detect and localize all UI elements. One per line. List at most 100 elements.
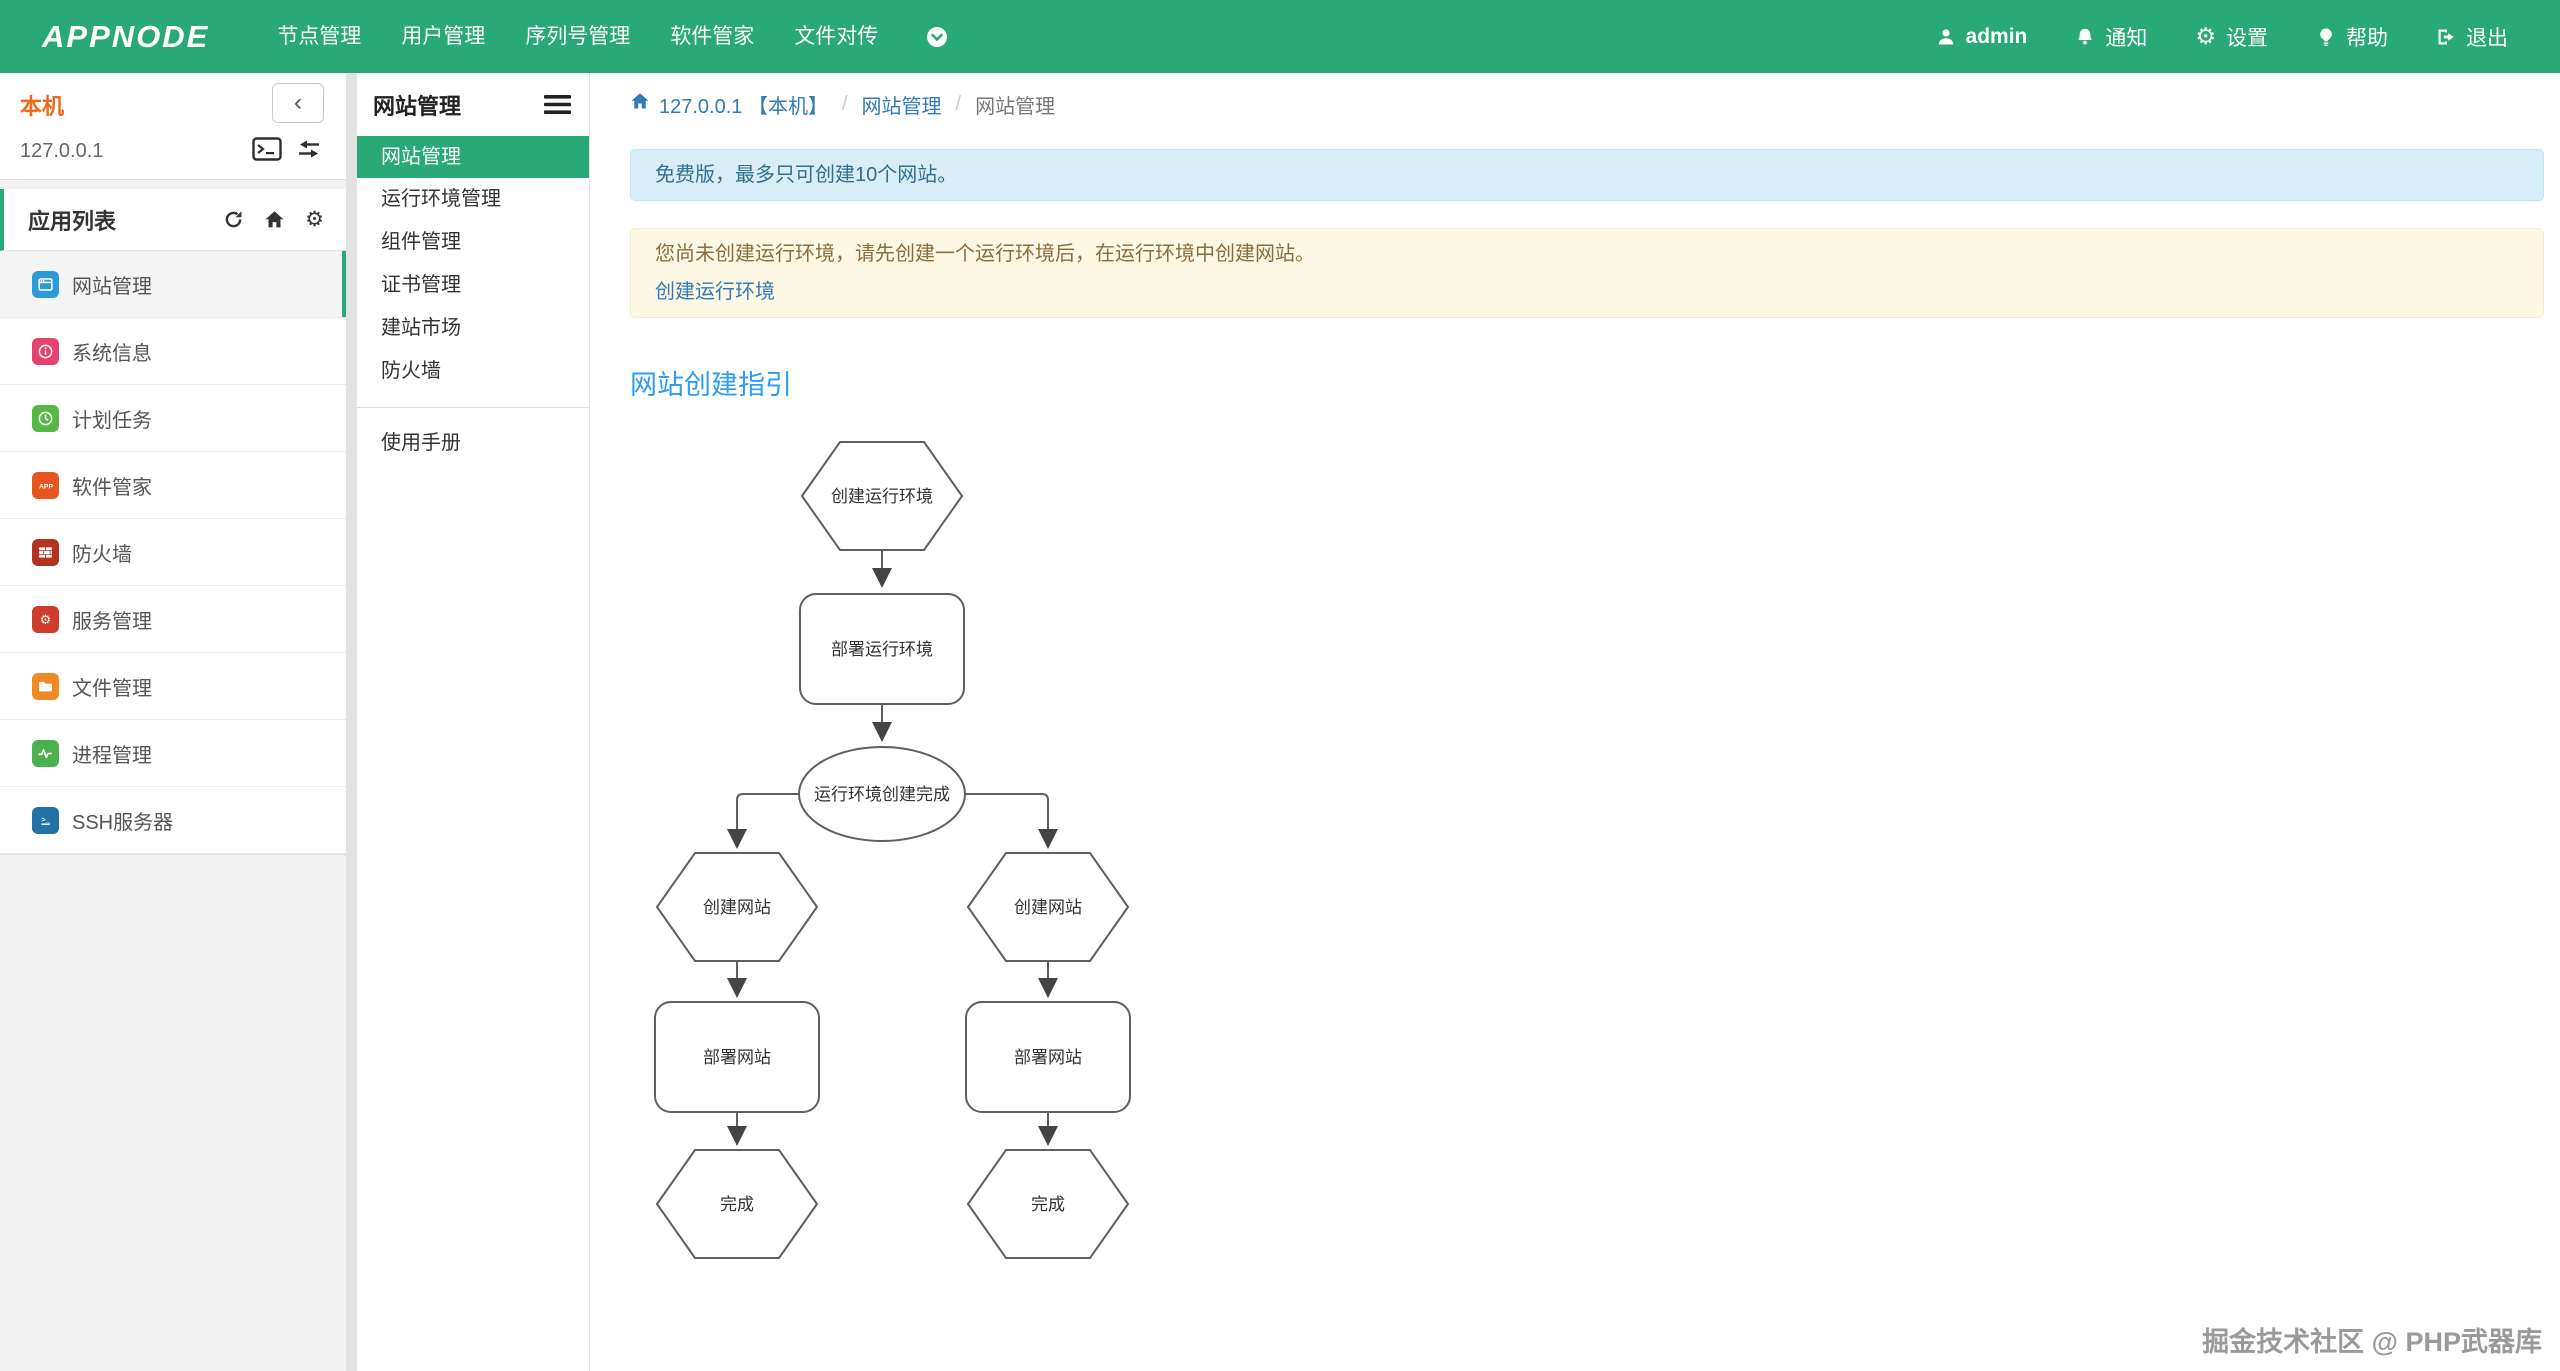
app-item-cron-tasks[interactable]: 计划任务 — [0, 385, 346, 452]
notifications-label: 通知 — [2105, 26, 2148, 50]
create-runtime-link[interactable]: 创建运行环境 — [655, 281, 775, 303]
app-item-software-manager[interactable]: APP 软件管家 — [0, 452, 346, 519]
host-panel: 本机 ‹ 127.0.0.1 — [0, 73, 346, 180]
gear-icon[interactable]: ⚙ — [305, 208, 324, 231]
app-item-file-management[interactable]: 文件管理 — [0, 653, 346, 720]
logout-label: 退出 — [2466, 26, 2508, 50]
logout-menu[interactable]: 退出 — [2412, 0, 2532, 73]
submenu-title: 网站管理 — [373, 93, 462, 119]
transfer-arrows-icon[interactable] — [296, 139, 322, 164]
app-item-label: 网站管理 — [72, 275, 152, 298]
top-navbar: APPNODE 节点管理 用户管理 序列号管理 软件管家 文件对传 admin … — [0, 0, 2560, 73]
home-icon — [630, 91, 650, 117]
app-item-service-management[interactable]: ⚙ 服务管理 — [0, 586, 346, 653]
app-list-header: 应用列表 ⚙ — [0, 189, 346, 251]
submenu-item-website-management[interactable]: 网站管理 — [357, 136, 589, 178]
flow-node-label: 运行环境创建完成 — [814, 785, 950, 804]
app-item-label: 服务管理 — [72, 610, 152, 633]
flow-node-label: 部署运行环境 — [831, 640, 933, 659]
submenu-divider — [357, 407, 589, 408]
clock-app-icon — [32, 404, 59, 432]
gear-icon: ⚙ — [2195, 23, 2216, 49]
bell-icon — [2075, 27, 2095, 47]
watermark: 掘金技术社区 @ PHP武器库 — [2202, 1327, 2542, 1357]
service-gear-icon: ⚙ — [32, 605, 59, 633]
flow-node-label: 完成 — [1031, 1195, 1065, 1214]
app-item-label: 文件管理 — [72, 677, 152, 700]
breadcrumb-current: 网站管理 — [975, 95, 1056, 118]
app-item-label: 防火墙 — [72, 543, 132, 566]
refresh-icon[interactable] — [223, 209, 244, 230]
breadcrumb: 127.0.0.1 【本机】 / 网站管理 / 网站管理 — [630, 89, 2544, 119]
submenu-item-runtime-management[interactable]: 运行环境管理 — [381, 188, 501, 210]
submenu-item-firewall[interactable]: 防火墙 — [381, 360, 441, 382]
user-menu[interactable]: admin — [1912, 0, 2052, 73]
submenu-item-component-management[interactable]: 组件管理 — [381, 231, 461, 253]
app-list-panel: 应用列表 ⚙ 网站管理 系统信息 — [0, 189, 346, 855]
app-item-label: 计划任务 — [72, 409, 152, 432]
help-label: 帮助 — [2346, 26, 2388, 50]
submenu-item-site-market[interactable]: 建站市场 — [381, 317, 461, 339]
help-menu[interactable]: 帮助 — [2292, 0, 2412, 73]
nav-item-user-management[interactable]: 用户管理 — [401, 25, 486, 48]
main-content: 127.0.0.1 【本机】 / 网站管理 / 网站管理 免费版，最多只可创建1… — [590, 73, 2560, 1371]
settings-menu[interactable]: ⚙ 设置 — [2171, 0, 2292, 73]
nav-item-software-manager[interactable]: 软件管家 — [670, 25, 755, 48]
app-item-process-management[interactable]: 进程管理 — [0, 720, 346, 787]
settings-label: 设置 — [2226, 26, 2268, 50]
submenu-item-certificate-management[interactable]: 证书管理 — [381, 274, 461, 296]
user-icon — [1936, 27, 1956, 47]
hamburger-icon[interactable] — [544, 94, 571, 115]
svg-text:⚙: ⚙ — [40, 611, 51, 626]
chevron-circle-down-icon[interactable] — [926, 26, 948, 48]
nav-item-serial-management[interactable]: 序列号管理 — [525, 25, 631, 48]
info-app-icon — [32, 337, 59, 365]
breadcrumb-separator: / — [841, 92, 848, 115]
appnode-logo: APPNODE — [42, 18, 210, 54]
notifications-menu[interactable]: 通知 — [2051, 0, 2171, 73]
flow-node-create-site-right — [966, 852, 1130, 962]
app-item-label: 软件管家 — [72, 476, 152, 499]
breadcrumb-host-link[interactable]: 127.0.0.1 【本机】 — [630, 90, 828, 119]
breadcrumb-separator: / — [955, 92, 962, 115]
flow-node-done-left — [655, 1149, 819, 1259]
submenu-header: 网站管理 — [357, 73, 589, 136]
flow-node-deploy-site-left — [654, 1001, 820, 1113]
website-app-icon — [32, 270, 59, 298]
app-store-icon: APP — [32, 471, 59, 499]
app-item-firewall[interactable]: 防火墙 — [0, 519, 346, 586]
app-item-ssh-server[interactable]: >_ SSH服务器 — [0, 787, 346, 854]
flow-node-deploy-site-right — [965, 1001, 1131, 1113]
submenu-item-manual[interactable]: 使用手册 — [381, 432, 461, 454]
flow-node-label: 创建运行环境 — [831, 487, 933, 506]
home-icon[interactable] — [264, 209, 285, 230]
left-rail: 本机 ‹ 127.0.0.1 应用列表 — [0, 73, 346, 1371]
navbar-right: admin 通知 ⚙ 设置 帮助 退出 — [1912, 0, 2532, 73]
warning-notice: 您尚未创建运行环境，请先创建一个运行环境后，在运行环境中创建网站。 创建运行环境 — [630, 228, 2544, 318]
nav-item-file-transfer[interactable]: 文件对传 — [794, 25, 879, 48]
warning-text: 您尚未创建运行环境，请先创建一个运行环境后，在运行环境中创建网站。 — [655, 243, 1315, 265]
sign-out-icon — [2436, 27, 2456, 47]
info-notice: 免费版，最多只可创建10个网站。 — [630, 149, 2544, 201]
breadcrumb-section-link[interactable]: 网站管理 — [861, 95, 942, 118]
flow-node-label: 部署网站 — [703, 1048, 771, 1067]
folder-icon — [32, 672, 59, 700]
website-submenu: 网站管理 网站管理 运行环境管理 组件管理 证书管理 建站市场 防火墙 使用手册 — [357, 73, 590, 1371]
flow-node-label: 创建网站 — [1014, 898, 1082, 917]
flow-node-runtime-complete — [798, 746, 966, 842]
app-item-label: 系统信息 — [72, 342, 152, 365]
flow-node-deploy-runtime — [799, 593, 965, 705]
collapse-sidebar-button[interactable]: ‹ — [272, 83, 324, 123]
flow-node-label: 创建网站 — [703, 898, 771, 917]
app-item-website-management[interactable]: 网站管理 — [0, 251, 346, 318]
app-item-system-info[interactable]: 系统信息 — [0, 318, 346, 385]
flow-node-done-right — [966, 1149, 1130, 1259]
app-item-label: 进程管理 — [72, 744, 152, 767]
host-ip: 127.0.0.1 — [20, 140, 104, 162]
terminal-icon[interactable] — [252, 137, 282, 166]
rail-divider — [346, 73, 357, 1371]
main-nav: 节点管理 用户管理 序列号管理 软件管家 文件对传 — [257, 0, 898, 73]
nav-item-node-management[interactable]: 节点管理 — [277, 25, 362, 48]
app-item-label: SSH服务器 — [72, 811, 174, 834]
lightbulb-icon — [2316, 27, 2336, 47]
